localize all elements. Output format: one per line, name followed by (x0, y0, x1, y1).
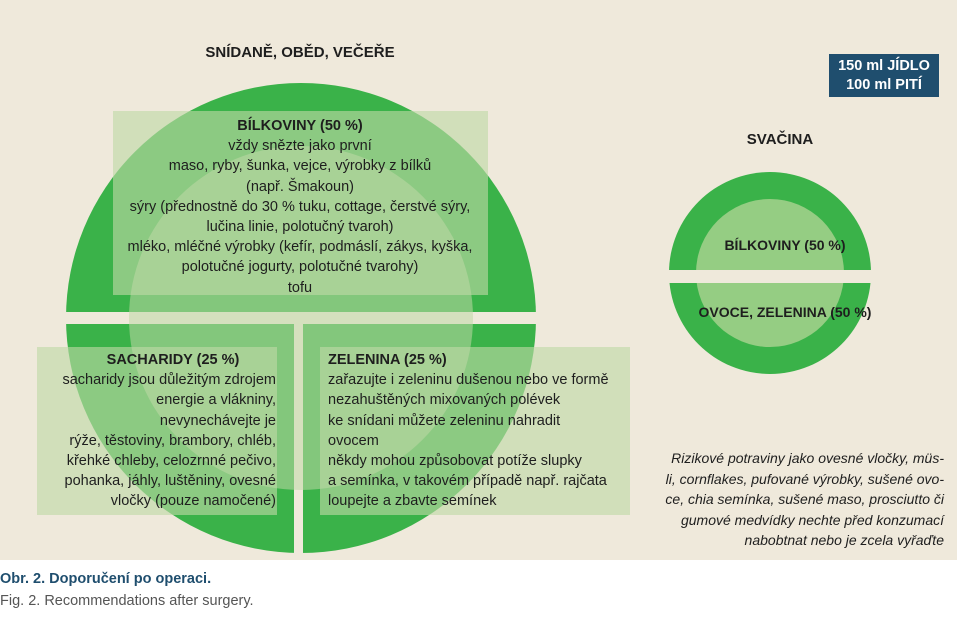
snack-fruit-veg-label: OVOCE, ZELENINA (50 %) (698, 304, 872, 320)
protein-line: (např. Šmakoun) (246, 178, 354, 195)
carbs-line: nevynechávejte je (159, 412, 276, 429)
protein-line: tofu (287, 279, 313, 296)
snack-divider (660, 270, 880, 283)
carbs-heading: SACHARIDY (25 %) (106, 352, 240, 368)
note-line: nabobtnat nebo je zcela vyřaďte (744, 532, 944, 548)
snack-plate (660, 172, 880, 374)
snack-protein-label: BÍLKOVINY (50 %) (724, 237, 846, 253)
protein-line: vždy snězte jako první (228, 138, 372, 155)
carbs-line: křehké chleby, celozrnné pečivo, (66, 453, 276, 470)
note-line: Rizikové potraviny jako ovesné vločky, m… (671, 450, 944, 466)
snack-plate-title: SVAČINA (746, 131, 814, 148)
volume-drink: 100 ml PITÍ (846, 77, 922, 93)
risk-foods-note: Rizikové potraviny jako ovesné vločky, m… (650, 448, 944, 551)
vegetables-text: ZELENINA (25 %) zařazujte i zeleninu duš… (328, 350, 638, 512)
volume-box: 150 ml JÍDLO 100 ml PITÍ (829, 54, 939, 97)
vegetables-line: zařazujte i zeleninu dušenou nebo ve for… (328, 372, 609, 389)
vegetables-text-panel (320, 347, 630, 515)
main-plate-title: SNÍDANĚ, OBĚD, VEČEŘE (205, 44, 395, 61)
volume-food: 150 ml JÍDLO (838, 58, 930, 74)
main-plate (37, 83, 630, 553)
vegetables-heading: ZELENINA (25 %) (328, 352, 447, 368)
carbs-text-panel (37, 347, 277, 515)
note-line: ce, chia semínka, sušené maso, prosciutt… (665, 491, 944, 507)
vegetables-line: a semínka, v takovém případě např. rajča… (328, 473, 607, 490)
carbs-text: SACHARIDY (25 %) sacharidy jsou důležitý… (30, 350, 276, 512)
carbs-line: vločky (pouze namočené) (110, 493, 276, 510)
protein-text-panel (113, 111, 488, 295)
protein-line: sýry (přednostně do 30 % tuku, cottage, … (129, 198, 471, 215)
carbs-line: energie a vlákniny, (156, 392, 276, 409)
vegetables-line: loupejte a zbavte semínek (328, 493, 497, 510)
carbs-line: sacharidy jsou důležitým zdrojem (62, 372, 276, 389)
protein-line: maso, ryby, šunka, vejce, výrobky z bílk… (168, 158, 432, 175)
vegetables-line: ke snídani můžete zeleninu nahradit (328, 412, 561, 429)
caption-english: Fig. 2. Recommendations after surgery. (0, 593, 254, 609)
carbs-line: pohanka, jáhly, luštěniny, ovesné (64, 473, 276, 490)
protein-text: BÍLKOVINY (50 %) vždy snězte jako první … (110, 116, 490, 298)
vegetables-line: ovocem (328, 432, 379, 449)
protein-heading: BÍLKOVINY (50 %) (237, 118, 363, 134)
protein-line: mléko, mléčné výrobky (kefír, podmáslí, … (127, 239, 473, 256)
vegetables-line: někdy mohou způsobovat potíže slupky (328, 453, 582, 470)
caption-czech: Obr. 2. Doporučení po operaci. (0, 571, 212, 587)
plates-graphic (37, 83, 880, 553)
protein-line: lučina linie, polotučný tvaroh) (206, 219, 394, 236)
note-line: li, cornflakes, pufované výrobky, sušené… (665, 470, 944, 487)
note-line: gumové medvídky nechte před konzumací (680, 511, 944, 528)
carbs-line: rýže, těstoviny, brambory, chléb, (69, 432, 276, 449)
protein-line: polotučné jogurty, polotučné tvarohy) (181, 259, 419, 276)
vegetables-line: nezahuštěných mixovaných polévek (328, 392, 561, 409)
